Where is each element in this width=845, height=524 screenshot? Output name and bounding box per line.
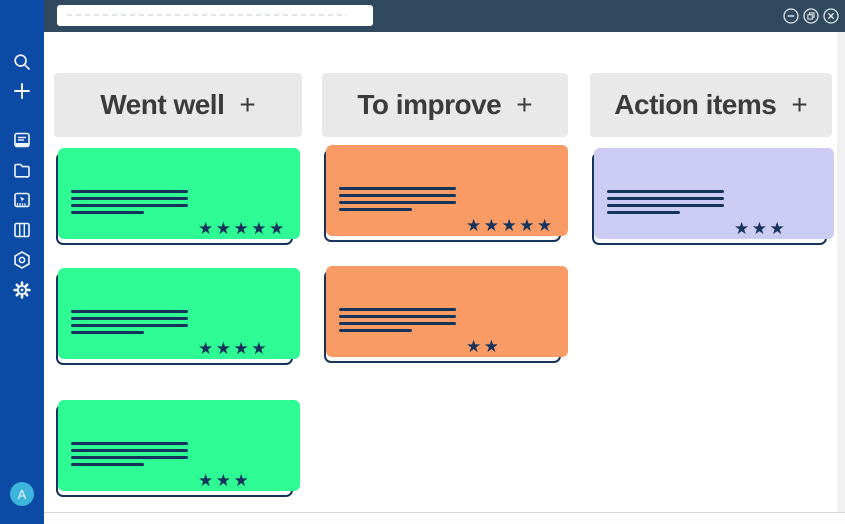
retro-card[interactable]: ★★★★: [54, 268, 302, 370]
minimize-icon[interactable]: [783, 8, 799, 24]
column-header: Action items +: [590, 73, 832, 137]
placeholder-line: [339, 201, 456, 204]
star-rating[interactable]: ★★: [466, 337, 502, 356]
present-icon[interactable]: [0, 186, 44, 214]
placeholder-line: [607, 190, 724, 193]
add-card-button[interactable]: +: [239, 89, 256, 120]
placeholder-line: [339, 308, 456, 311]
card-placeholder-lines: [71, 442, 188, 470]
retro-card[interactable]: ★★★★★: [322, 145, 568, 247]
placeholder-line: [71, 211, 144, 214]
close-icon[interactable]: [823, 8, 839, 24]
avatar-initial: A: [17, 486, 27, 502]
gear-icon[interactable]: [0, 276, 44, 304]
board-columns: Went well+★★★★★★★★★★★★To improve+★★★★★★★…: [44, 32, 845, 524]
star-rating[interactable]: ★★★★★: [466, 216, 555, 235]
retro-card[interactable]: ★★★: [590, 148, 834, 250]
star-rating[interactable]: ★★★★★: [198, 219, 287, 238]
card-fill: ★★: [326, 266, 568, 357]
placeholder-line: [71, 190, 188, 193]
search-input[interactable]: [57, 5, 373, 26]
placeholder-line: [71, 331, 144, 334]
titlebar: [44, 0, 845, 32]
placeholder-line: [71, 463, 144, 466]
placeholder-line: [71, 449, 188, 452]
star-rating[interactable]: ★★★: [734, 219, 788, 238]
nut-icon[interactable]: [0, 246, 44, 274]
star-rating[interactable]: ★★★: [198, 471, 252, 490]
placeholder-line: [71, 204, 188, 207]
placeholder-line: [339, 194, 456, 197]
columns-icon[interactable]: [0, 216, 44, 244]
placeholder-line: [71, 317, 188, 320]
placeholder-line: [71, 197, 188, 200]
card-placeholder-lines: [339, 187, 456, 215]
placeholder-line: [71, 310, 188, 313]
card-placeholder-lines: [71, 310, 188, 338]
column-header: Went well +: [54, 73, 302, 137]
add-icon[interactable]: [0, 77, 44, 105]
card-fill: ★★★★★: [326, 145, 568, 236]
restore-icon[interactable]: [803, 8, 819, 24]
card-placeholder-lines: [607, 190, 724, 218]
placeholder-line: [71, 324, 188, 327]
avatar[interactable]: A: [10, 482, 34, 506]
placeholder-line: [339, 329, 412, 332]
placeholder-line: [339, 315, 456, 318]
folder-icon[interactable]: [0, 156, 44, 184]
placeholder-line: [339, 187, 456, 190]
add-card-button[interactable]: +: [516, 89, 533, 120]
card-fill: ★★★: [58, 400, 300, 491]
placeholder-line: [339, 322, 456, 325]
card-placeholder-lines: [71, 190, 188, 218]
retro-board: Went well+★★★★★★★★★★★★To improve+★★★★★★★…: [44, 32, 845, 524]
card-fill: ★★★: [594, 148, 834, 239]
placeholder-line: [339, 208, 412, 211]
scrollbar[interactable]: [837, 32, 845, 512]
status-strip: [44, 513, 845, 524]
board-icon[interactable]: [0, 126, 44, 154]
bottom-divider: [44, 512, 845, 513]
column-title: Action items: [614, 89, 777, 120]
window-controls: [783, 8, 839, 24]
placeholder-line: [71, 456, 188, 459]
placeholder-line: [71, 442, 188, 445]
placeholder-line: [607, 204, 724, 207]
card-placeholder-lines: [339, 308, 456, 336]
card-fill: ★★★★: [58, 268, 300, 359]
column-title: To improve: [357, 89, 502, 120]
star-rating[interactable]: ★★★★: [198, 339, 269, 358]
sidebar: A: [0, 0, 44, 524]
placeholder-line: [607, 211, 680, 214]
card-fill: ★★★★★: [58, 148, 300, 239]
retro-card[interactable]: ★★★★★: [54, 148, 302, 250]
retro-card[interactable]: ★★★: [54, 400, 302, 502]
retro-card[interactable]: ★★: [322, 266, 568, 368]
column-header: To improve +: [322, 73, 568, 137]
placeholder-line: [607, 197, 724, 200]
column-title: Went well: [100, 89, 225, 120]
add-card-button[interactable]: +: [791, 89, 808, 120]
search-icon[interactable]: [0, 48, 44, 76]
